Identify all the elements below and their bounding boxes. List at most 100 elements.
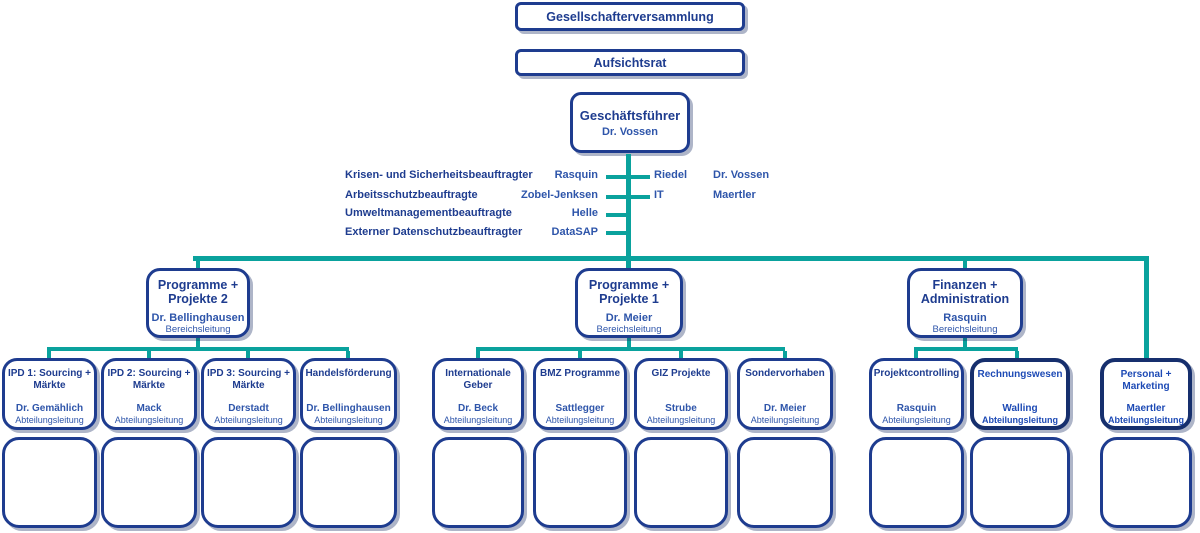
connector-drop-dept-1 — [47, 351, 51, 358]
empty-box-11 — [1100, 437, 1192, 528]
staff-row-umwelt: Umweltmanagementbeauftragte Helle — [0, 206, 1200, 220]
department-box-sondervorhaben: Sondervorhaben Dr. Meier Abteilungsleitu… — [737, 358, 833, 430]
branch-title: Finanzen + Administration — [920, 278, 1010, 307]
staff-role: Externer Datenschutzbeauftragter — [345, 226, 523, 238]
branch-box-finanzen-administration: Finanzen + Administration Rasquin Bereic… — [907, 268, 1023, 338]
connector-drop-branch1 — [196, 259, 200, 268]
empty-box-7 — [634, 437, 728, 528]
box-gesellschafterversammlung: Gesellschafterversammlung — [515, 2, 745, 31]
branch-box-programme-projekte-1: Programme + Projekte 1 Dr. Meier Bereich… — [575, 268, 683, 338]
staff-name-3: Dr. Vossen — [713, 169, 770, 181]
department-title: IPD 2: Sourcing + Märkte — [107, 368, 191, 391]
department-title: IPD 3: Sourcing + Märkte — [206, 368, 291, 391]
department-box-ipd-1: IPD 1: Sourcing + Märkte Dr. Gemählich A… — [2, 358, 97, 430]
department-box-personal-marketing: Personal + Marketing Maertler Abteilungs… — [1100, 358, 1192, 430]
department-title: BMZ Programme — [539, 368, 620, 379]
connector-drop-dept-5 — [476, 351, 480, 358]
department-role: Abteilungsleitung — [982, 414, 1058, 425]
staff-row-krisen: Krisen- und Sicherheitsbeauftragter Rasq… — [0, 168, 1200, 182]
empty-box-6 — [533, 437, 627, 528]
department-box-rechnungswesen: Rechnungswesen Walling Abteilungsleitung — [970, 358, 1070, 430]
staff-name: Helle — [571, 207, 598, 219]
branch-name: Dr. Bellinghausen — [151, 311, 245, 324]
connector-drop-dept-3 — [246, 351, 250, 358]
connector-sub-horizontal-2 — [476, 347, 785, 351]
connector-drop-branch3 — [963, 259, 967, 268]
box-label: Aufsichtsrat — [593, 55, 667, 70]
department-name: Dr. Bellinghausen — [306, 403, 391, 414]
department-name: Dr. Beck — [457, 403, 499, 414]
department-role: Abteilungsleitung — [545, 414, 615, 425]
department-title: Internationale Geber — [445, 368, 511, 391]
department-role: Abteilungsleitung — [1108, 414, 1184, 425]
ceo-name: Dr. Vossen — [601, 125, 659, 138]
department-box-handelsfoerderung: Handelsförderung Dr. Bellinghausen Abtei… — [300, 358, 397, 430]
department-title: IPD 1: Sourcing + Märkte — [7, 368, 92, 391]
department-box-projektcontrolling: Projektcontrolling Rasquin Abteilungslei… — [869, 358, 964, 430]
staff-role: Umweltmanagementbeauftragte — [345, 207, 512, 219]
connector-staff-tick-1 — [606, 175, 650, 179]
branch-role: Bereichsleitung — [932, 323, 998, 335]
connector-drop-dept-9 — [914, 351, 918, 358]
staff-name-2: Riedel — [654, 169, 688, 181]
empty-box-9 — [869, 437, 964, 528]
empty-box-8 — [737, 437, 833, 528]
empty-box-4 — [300, 437, 397, 528]
connector-main-horizontal — [193, 256, 1148, 261]
staff-row-arbeitsschutz: Arbeitsschutzbeauftragte Zobel-Jenksen I… — [0, 188, 1200, 202]
department-name: Maertler — [1126, 403, 1166, 415]
connector-drop-dept-2 — [147, 351, 151, 358]
department-title: Handelsförderung — [305, 368, 392, 379]
empty-box-1 — [2, 437, 97, 528]
staff-name: DataSAP — [551, 226, 598, 238]
department-role: Abteilungsleitung — [314, 414, 383, 425]
branch-role: Bereichsleitung — [596, 323, 662, 335]
department-role: Abteilungsleitung — [750, 414, 820, 425]
department-role: Abteilungsleitung — [646, 414, 716, 425]
connector-drop-dept-4 — [346, 351, 350, 358]
connector-center-vertical — [626, 154, 631, 268]
department-role: Abteilungsleitung — [114, 414, 184, 425]
department-title: Projektcontrolling — [873, 368, 960, 379]
staff-name-2: IT — [654, 189, 664, 201]
connector-drop-dept-8 — [783, 351, 787, 358]
department-name: Sattlegger — [555, 403, 605, 414]
connector-stub-branch1 — [196, 338, 200, 350]
empty-box-2 — [101, 437, 197, 528]
department-title: GIZ Projekte — [651, 368, 711, 379]
branch-title: Programme + Projekte 1 — [588, 278, 670, 307]
department-role: Abteilungsleitung — [882, 414, 951, 425]
box-aufsichtsrat: Aufsichtsrat — [515, 49, 745, 76]
department-role: Abteilungsleitung — [443, 414, 513, 425]
department-name: Strube — [665, 403, 697, 414]
staff-name: Zobel-Jenksen — [520, 189, 598, 201]
staff-role: Arbeitsschutzbeauftragte — [345, 189, 478, 201]
connector-staff-tick-3 — [606, 213, 628, 217]
department-title: Personal + Marketing — [1120, 369, 1172, 392]
connector-stub-branch2 — [627, 338, 631, 350]
branch-name: Rasquin — [943, 311, 987, 324]
ceo-box: Geschäftsführer Dr. Vossen — [570, 92, 690, 153]
department-box-ipd-3: IPD 3: Sourcing + Märkte Derstadt Abteil… — [201, 358, 296, 430]
department-title: Rechnungswesen — [977, 369, 1063, 380]
staff-name-3: Maertler — [713, 189, 756, 201]
staff-role: Krisen- und Sicherheitsbeauftragter — [345, 169, 533, 181]
branch-name: Dr. Meier — [605, 311, 653, 324]
connector-stub-branch3 — [963, 338, 967, 350]
department-name: Dr. Gemählich — [15, 403, 84, 414]
department-title: Sondervorhaben — [745, 368, 825, 379]
department-box-bmz-programme: BMZ Programme Sattlegger Abteilungsleitu… — [533, 358, 627, 430]
empty-box-3 — [201, 437, 296, 528]
connector-sub-horizontal-1 — [47, 347, 349, 351]
staff-name: Rasquin — [554, 169, 598, 181]
staff-row-datenschutz: Externer Datenschutzbeauftragter DataSAP — [0, 225, 1200, 239]
connector-drop-far-right — [1144, 256, 1149, 358]
department-box-internationale-geber: Internationale Geber Dr. Beck Abteilungs… — [432, 358, 524, 430]
connector-drop-dept-10 — [1015, 351, 1019, 358]
department-role: Abteilungsleitung — [214, 414, 283, 425]
ceo-title: Geschäftsführer — [579, 107, 681, 123]
department-name: Dr. Meier — [763, 403, 807, 414]
department-role: Abteilungsleitung — [15, 414, 84, 425]
connector-staff-tick-2 — [606, 195, 650, 199]
